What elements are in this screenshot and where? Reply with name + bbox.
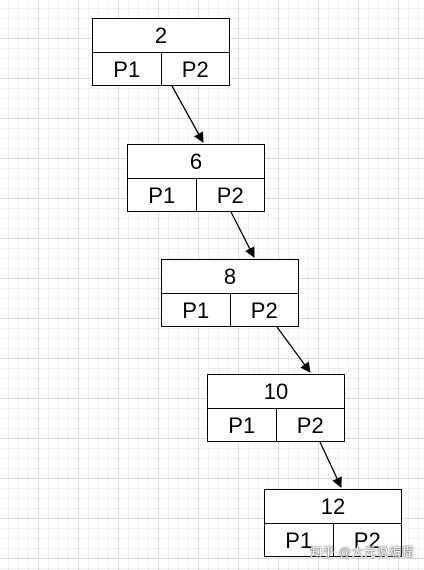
pointer-p1: P1 bbox=[228, 412, 256, 438]
pointer-p2: P2 bbox=[275, 409, 345, 442]
tree-node-6: 6 P1 P2 bbox=[127, 144, 265, 212]
node-key: 8 bbox=[162, 260, 298, 294]
pointer-p1: P1 bbox=[285, 527, 313, 553]
node-key: 6 bbox=[128, 145, 264, 179]
edge-8-to-10 bbox=[276, 326, 311, 373]
edge-10-to-12 bbox=[319, 441, 342, 488]
tree-node-2: 2 P1 P2 bbox=[92, 18, 230, 86]
pointer-p2: P2 bbox=[160, 53, 230, 86]
edge-6-to-8 bbox=[230, 211, 255, 258]
node-key: 2 bbox=[93, 19, 229, 53]
tree-node-10: 10 P1 P2 bbox=[207, 374, 345, 442]
node-key: 12 bbox=[265, 490, 401, 524]
pointer-p2: P2 bbox=[229, 294, 299, 327]
watermark: 知乎 @大元说编程 bbox=[309, 545, 414, 559]
node-key: 10 bbox=[208, 375, 344, 409]
tree-node-8: 8 P1 P2 bbox=[161, 259, 299, 327]
pointer-p1: P1 bbox=[182, 297, 210, 323]
pointer-p2: P2 bbox=[195, 179, 265, 212]
pointer-p1: P1 bbox=[113, 56, 141, 82]
tree-node-12: 12 P1 P2 bbox=[264, 489, 402, 557]
pointer-p1: P1 bbox=[148, 182, 176, 208]
edge-2-to-6 bbox=[171, 85, 204, 143]
pointer-p2: P2 bbox=[332, 524, 402, 557]
